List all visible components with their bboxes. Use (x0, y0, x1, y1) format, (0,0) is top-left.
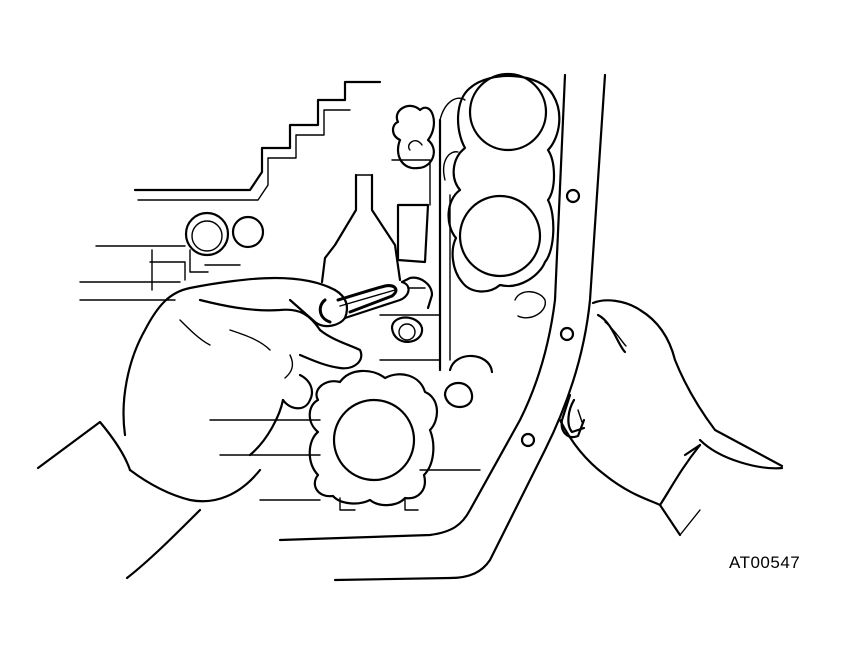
figure-code: AT00547 (729, 553, 801, 572)
oil-pan-gasket (278, 73, 607, 582)
left-hand (36, 276, 434, 580)
valve-body-casting (79, 72, 561, 511)
right-hand (558, 299, 784, 537)
pan-flange-tab (560, 393, 586, 439)
